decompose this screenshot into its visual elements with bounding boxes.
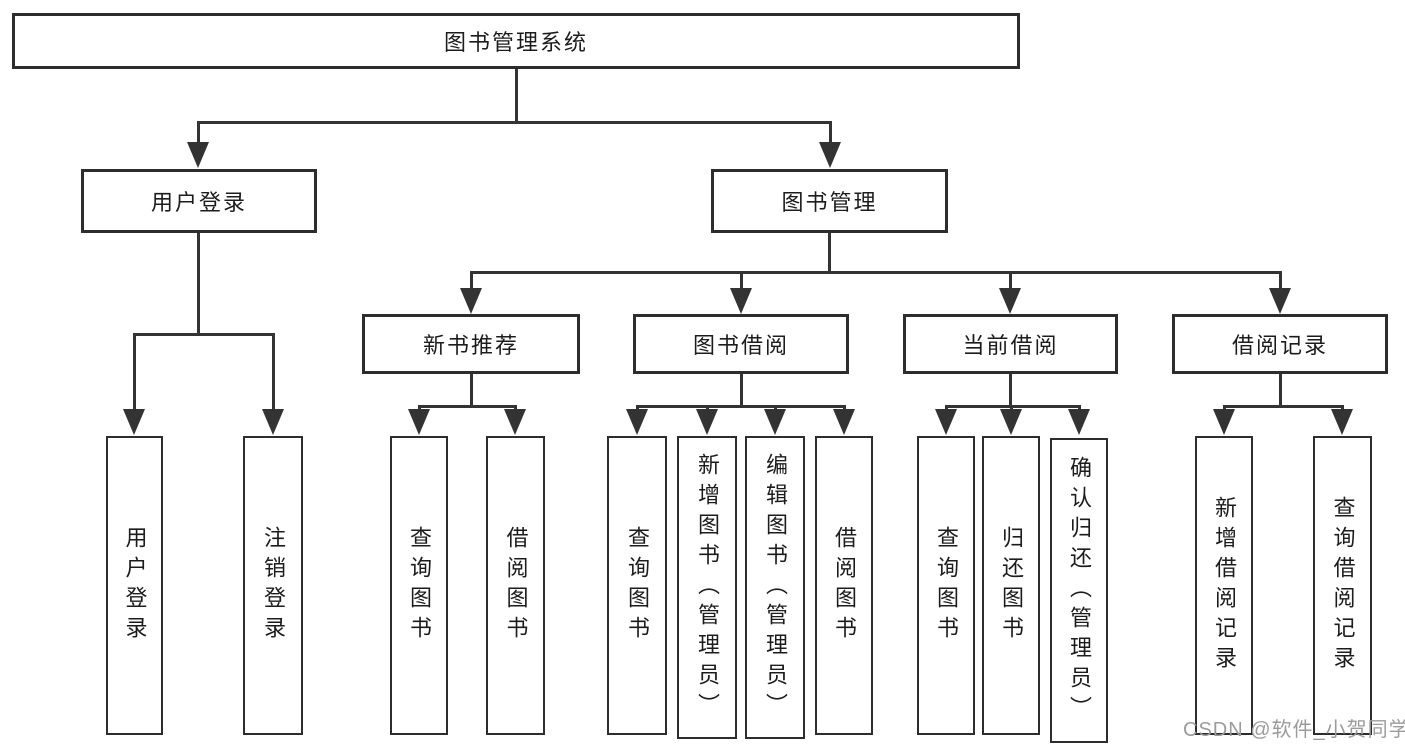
connector-stem-borrow-records — [1279, 271, 1282, 291]
connector-stem-new-recommend — [470, 271, 473, 291]
arrowhead-down-b2 — [504, 409, 526, 435]
connector-currentborrow-trunk — [1009, 374, 1012, 408]
arrowhead-down-e2 — [1331, 409, 1353, 435]
arrowhead-down-book-borrow — [730, 288, 752, 314]
node-new-book-recommend: 新书推荐 — [362, 314, 580, 374]
leaf-confirm-return-admin: 确认归还（管理员） — [1050, 438, 1108, 743]
connector-stem-leaf-userlogin — [133, 333, 136, 413]
arrowhead-down-leaf-userlogin — [123, 409, 145, 435]
arrowhead-down-book-mgmt — [819, 142, 841, 168]
leaf-user-login: 用户登录 — [106, 436, 163, 735]
arrowhead-down-c3 — [764, 409, 786, 435]
node-current-borrow: 当前借阅 — [903, 314, 1118, 374]
leaf-logout: 注销登录 — [243, 436, 303, 735]
leaf-query-books-borrow: 查询图书 — [607, 436, 667, 735]
arrowhead-down-c4 — [833, 409, 855, 435]
connector-stem-user-login — [197, 121, 200, 146]
arrowhead-down-d3 — [1068, 409, 1090, 435]
node-book-management: 图书管理 — [711, 169, 948, 233]
leaf-return-books: 归还图书 — [982, 436, 1040, 735]
leaf-query-borrow-record: 查询借阅记录 — [1313, 436, 1372, 735]
arrowhead-down-c2 — [696, 409, 718, 435]
arrowhead-down-leaf-logout — [262, 409, 284, 435]
leaf-borrow-books-recommend: 借阅图书 — [486, 436, 545, 735]
connector-level1-horizontal — [197, 121, 831, 124]
connector-stem-book-mgmt — [829, 121, 832, 146]
arrowhead-down-d2 — [1000, 409, 1022, 435]
node-book-borrow: 图书借阅 — [633, 314, 849, 374]
arrowhead-down-e1 — [1213, 409, 1235, 435]
connector-recommend-horizontal — [418, 405, 517, 408]
leaf-edit-books-admin: 编辑图书（管理员） — [745, 436, 805, 739]
connector-stem-book-borrow — [740, 271, 743, 291]
connector-bookborrow-trunk — [740, 374, 743, 408]
node-user-login: 用户登录 — [81, 169, 317, 233]
watermark-text: CSDN @软件_小贺同学 — [1183, 719, 1405, 741]
connector-bookborrow-horizontal — [636, 405, 845, 408]
connector-stem-current-borrow — [1009, 271, 1012, 291]
arrowhead-down-user-login — [187, 142, 209, 168]
arrowhead-down-new-recommend — [460, 288, 482, 314]
leaf-borrow-books: 借阅图书 — [815, 436, 873, 735]
connector-root-trunk — [515, 69, 518, 123]
connector-recommend-trunk — [470, 374, 473, 408]
arrowhead-down-c1 — [626, 409, 648, 435]
arrowhead-down-current-borrow — [999, 288, 1021, 314]
connector-stem-leaf-logout — [272, 333, 275, 413]
leaf-add-books-admin: 新增图书（管理员） — [677, 436, 737, 739]
arrowhead-down-b1 — [408, 409, 430, 435]
arrowhead-down-borrow-records — [1269, 288, 1291, 314]
connector-records-horizontal — [1223, 405, 1343, 408]
arrowhead-down-d1 — [935, 409, 957, 435]
connector-bookmgmt-trunk — [828, 233, 831, 274]
leaf-query-books-current: 查询图书 — [917, 436, 975, 735]
connector-records-trunk — [1279, 374, 1282, 408]
connector-level3-horizontal — [470, 271, 1282, 274]
leaf-add-borrow-record: 新增借阅记录 — [1195, 436, 1253, 735]
node-borrow-records: 借阅记录 — [1172, 314, 1388, 374]
node-root: 图书管理系统 — [12, 13, 1020, 69]
leaf-query-books-recommend: 查询图书 — [390, 436, 448, 735]
connector-userlogin-horizontal — [133, 333, 275, 336]
connector-userlogin-trunk — [197, 233, 200, 336]
